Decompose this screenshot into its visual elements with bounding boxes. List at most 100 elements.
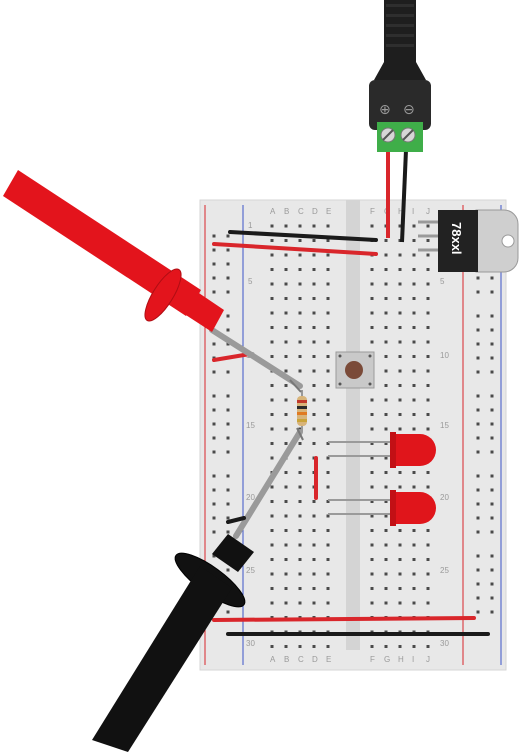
breadboard-hole: [212, 436, 216, 440]
breadboard-hole: [298, 601, 302, 605]
breadboard-hole: [270, 500, 274, 503]
breadboard-hole: [284, 601, 288, 605]
breadboard-hole: [384, 268, 388, 271]
breadboard-hole: [326, 224, 330, 228]
breadboard-hole: [312, 384, 316, 387]
col-label-j: J: [426, 207, 430, 216]
breadboard-hole: [476, 502, 480, 506]
breadboard-hole: [270, 355, 274, 358]
breadboard-hole: [490, 502, 494, 506]
breadboard-hole: [490, 610, 494, 614]
breadboard-hole: [426, 282, 430, 286]
breadboard-hole: [326, 572, 330, 576]
breadboard-hole: [212, 290, 216, 294]
breadboard-hole: [412, 572, 416, 576]
breadboard-hole: [226, 530, 230, 534]
breadboard-hole: [476, 356, 480, 360]
breadboard-hole: [212, 450, 216, 454]
breadboard-hole: [398, 572, 402, 576]
breadboard-hole: [370, 413, 374, 416]
breadboard-hole: [270, 427, 274, 431]
breadboard-hole: [490, 328, 494, 332]
breadboard-hole: [412, 297, 416, 300]
breadboard-hole: [212, 394, 216, 398]
breadboard-hole: [412, 239, 416, 242]
breadboard-hole: [426, 340, 430, 344]
breadboard-hole: [412, 282, 416, 286]
row-label-5: 5: [440, 277, 445, 286]
breadboard-hole: [326, 398, 330, 402]
breadboard-hole: [284, 398, 288, 402]
breadboard-hole: [412, 413, 416, 416]
breadboard-hole: [490, 290, 494, 294]
breadboard-hole: [398, 239, 402, 242]
breadboard-hole: [412, 558, 416, 561]
breadboard-hole: [270, 326, 274, 329]
breadboard-hole: [426, 529, 430, 532]
breadboard-hole: [284, 529, 288, 532]
breadboard-hole: [298, 514, 302, 518]
breadboard-hole: [270, 514, 274, 518]
breadboard-hole: [212, 408, 216, 412]
breadboard-hole: [326, 514, 330, 518]
breadboard-hole: [298, 369, 302, 373]
breadboard-hole: [270, 384, 274, 387]
breadboard-hole: [284, 268, 288, 271]
row-label-1: 1: [248, 221, 253, 230]
breadboard-hole: [384, 471, 388, 474]
breadboard-hole: [476, 436, 480, 440]
col-label-h: H: [398, 207, 404, 216]
breadboard-hole: [226, 422, 230, 426]
breadboard-hole: [270, 543, 274, 547]
red-jumper-left: [212, 352, 252, 362]
breadboard-hole: [398, 543, 402, 547]
breadboard-hole: [426, 326, 430, 329]
breadboard-hole: [384, 601, 388, 605]
breadboard-hole: [490, 276, 494, 280]
breadboard-hole: [370, 340, 374, 344]
breadboard-hole: [226, 262, 230, 266]
breadboard-hole: [398, 326, 402, 329]
breadboard-hole: [284, 384, 288, 387]
breadboard-hole: [284, 413, 288, 416]
breadboard-hole: [490, 554, 494, 558]
breadboard-hole: [312, 268, 316, 271]
col-label-h: H: [398, 655, 404, 664]
breadboard-hole: [370, 514, 374, 518]
breadboard-hole: [370, 471, 374, 474]
breadboard-hole: [384, 558, 388, 561]
breadboard-hole: [270, 645, 274, 648]
breadboard-hole: [212, 262, 216, 266]
breadboard-hole: [270, 297, 274, 300]
breadboard-hole: [270, 616, 274, 619]
breadboard-hole: [370, 326, 374, 329]
breadboard-hole: [212, 474, 216, 478]
breadboard-hole: [326, 485, 330, 489]
row-label-5: 5: [248, 277, 253, 286]
breadboard-hole: [312, 442, 316, 445]
breadboard-hole: [312, 282, 316, 286]
breadboard-hole: [326, 456, 330, 460]
breadboard-hole: [412, 355, 416, 358]
breadboard-hole: [398, 369, 402, 373]
breadboard-hole: [426, 224, 430, 228]
breadboard-hole: [284, 442, 288, 445]
breadboard-hole: [312, 543, 316, 547]
breadboard-hole: [284, 355, 288, 358]
breadboard-hole: [326, 558, 330, 561]
breadboard-hole: [326, 239, 330, 242]
breadboard-hole: [384, 384, 388, 387]
breadboard-hole: [370, 529, 374, 532]
breadboard-hole: [270, 587, 274, 590]
breadboard-hole: [384, 442, 388, 445]
breadboard-hole: [270, 529, 274, 532]
row-label-15: 15: [440, 421, 449, 430]
breadboard-hole: [426, 471, 430, 474]
col-label-i: I: [412, 207, 414, 216]
breadboard-hole: [384, 369, 388, 373]
breadboard-hole: [226, 436, 230, 440]
breadboard: A B C D E F G H I J A B C D E F G H I J …: [199, 199, 507, 671]
breadboard-hole: [398, 297, 402, 300]
breadboard-hole: [476, 530, 480, 534]
breadboard-hole: [298, 282, 302, 286]
